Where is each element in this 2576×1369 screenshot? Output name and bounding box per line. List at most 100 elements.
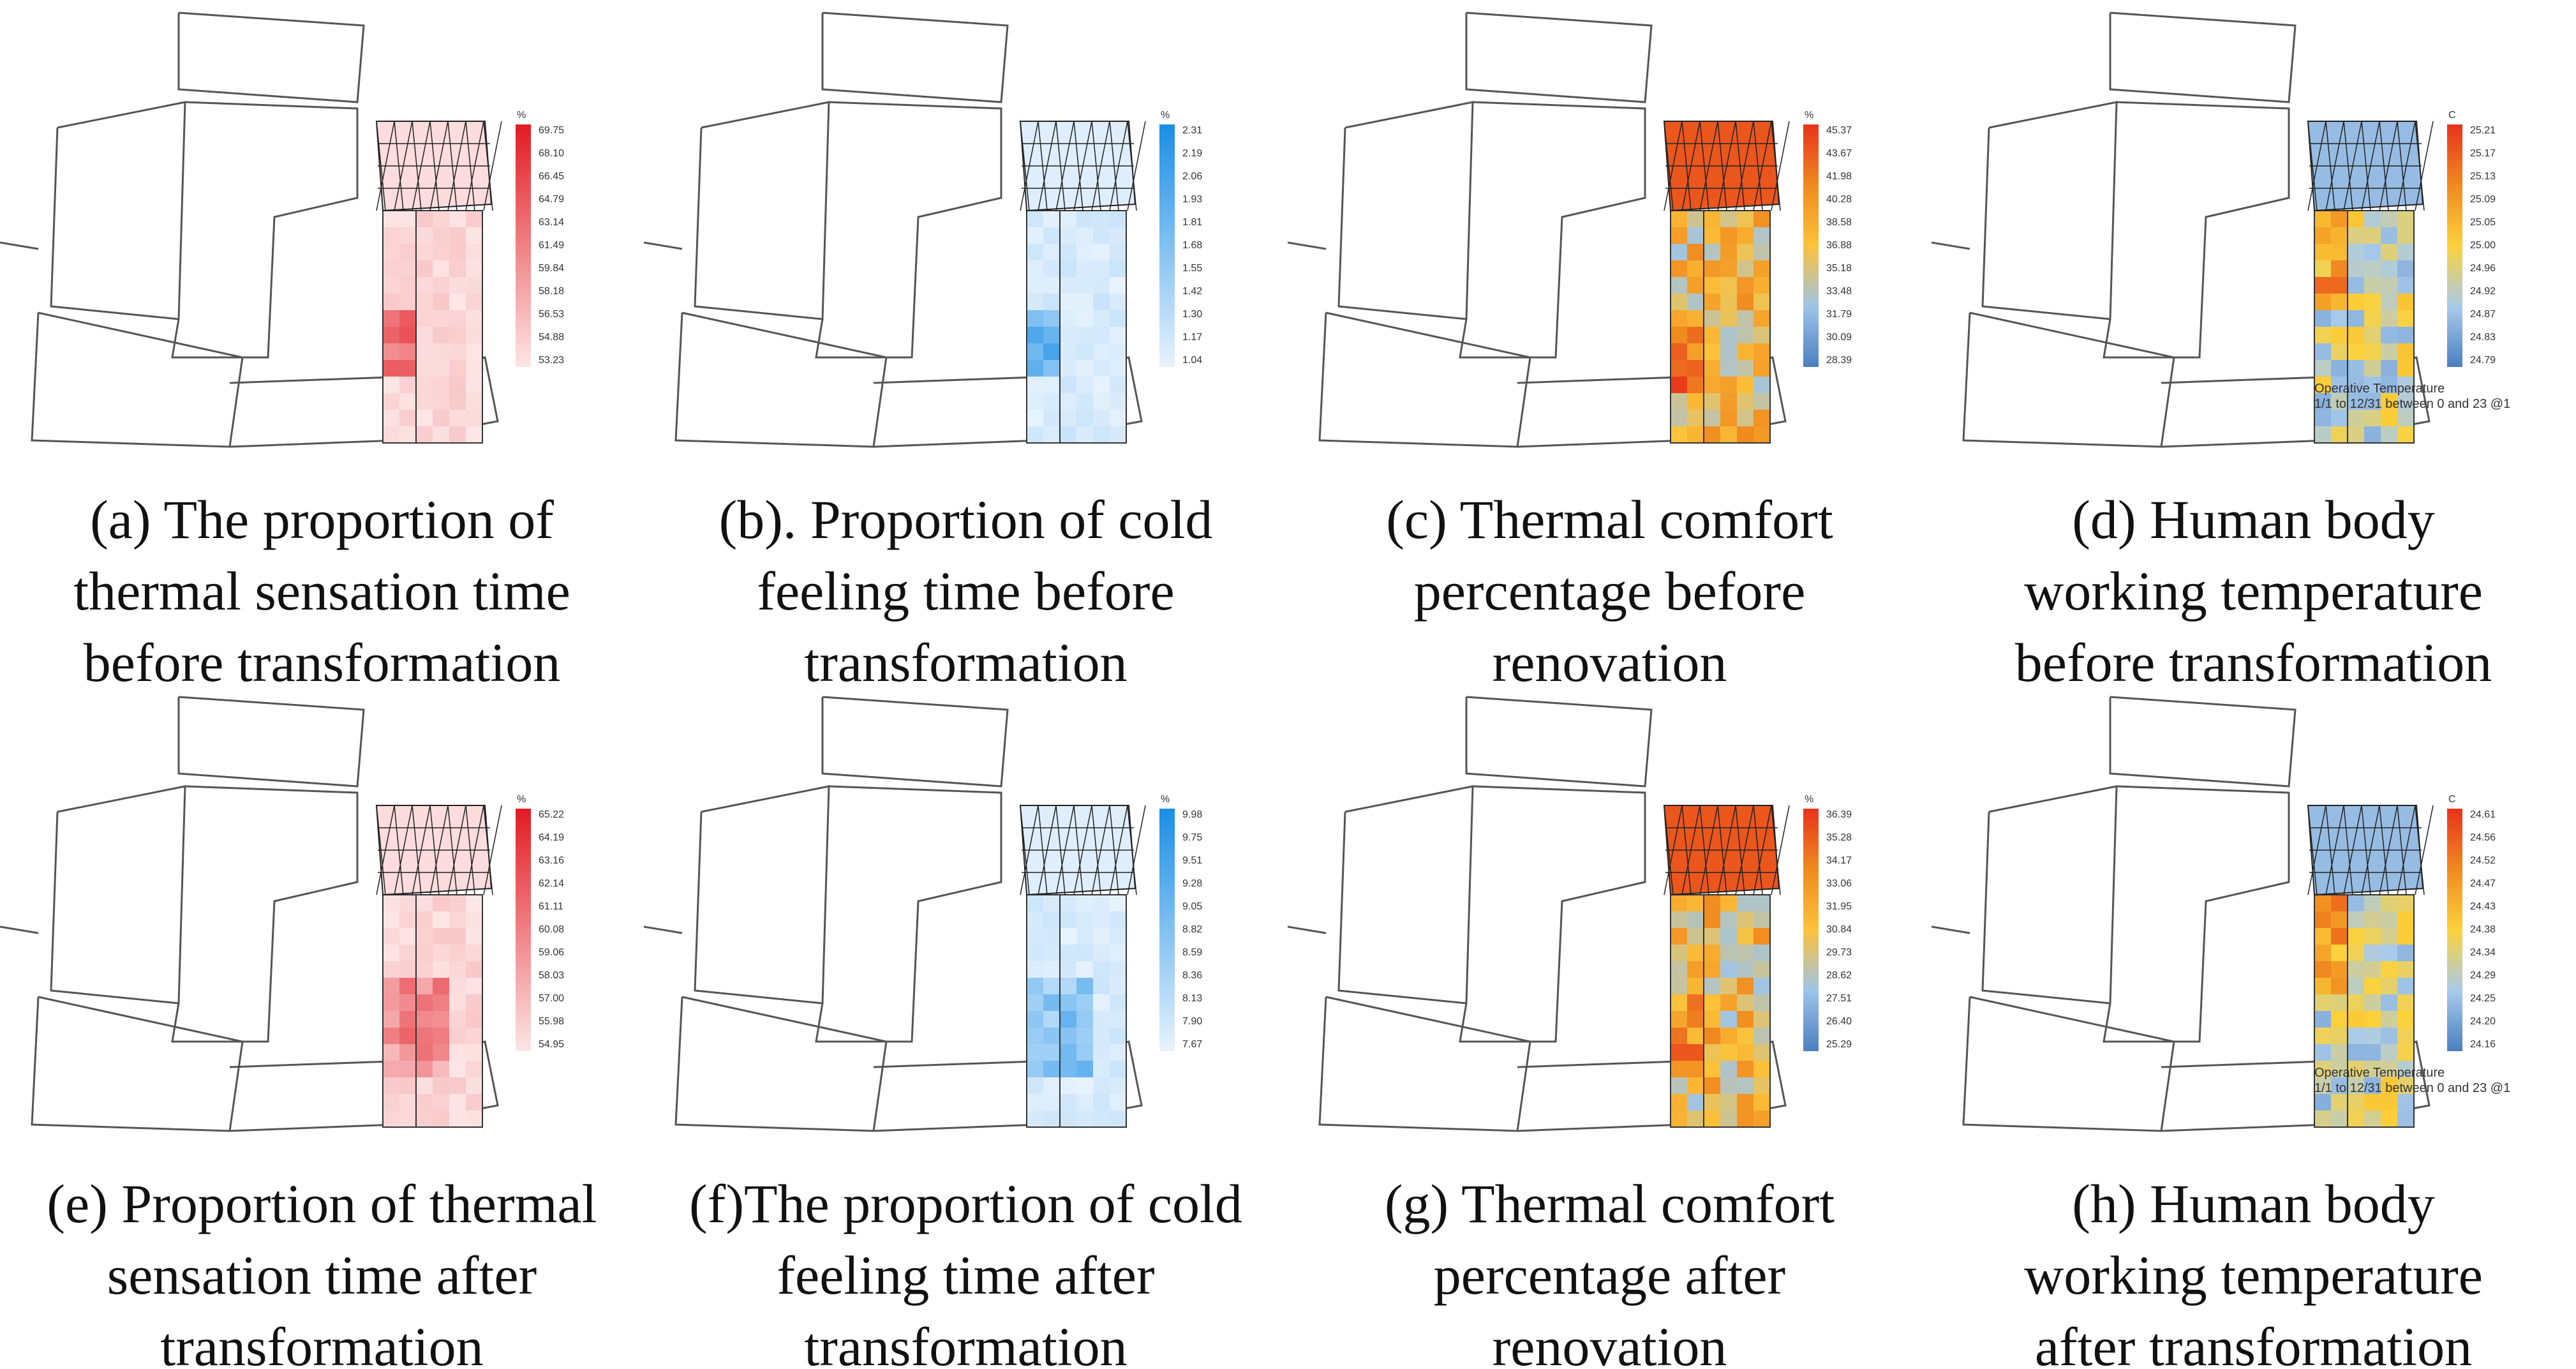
heatmap-cell: [1076, 211, 1093, 227]
heatmap-cell: [433, 928, 449, 945]
heatmap-cell: [2314, 260, 2331, 277]
heatmap-cell: [383, 310, 399, 327]
heatmap-cell: [2314, 310, 2331, 327]
heatmap-cell: [433, 978, 449, 994]
heatmap-cell: [1093, 1011, 1110, 1028]
heatmap-cell: [466, 310, 482, 327]
building-outline: [1962, 311, 2175, 448]
legend-tick: 63.14: [539, 217, 564, 228]
heatmap-cell: [399, 393, 416, 410]
heatmap-cell: [1060, 1028, 1076, 1044]
legend-tick: 24.16: [2470, 1039, 2496, 1050]
heatmap-cell: [1687, 211, 1704, 227]
heatmap-cell: [2364, 211, 2381, 227]
heatmap-cell: [2397, 310, 2414, 327]
legend-tick: 43.67: [1826, 148, 1852, 159]
heatmap-cell: [1704, 911, 1720, 928]
heatmap-cell: [399, 1094, 416, 1111]
caption-line: percentage after: [1433, 1245, 1786, 1306]
heatmap-cell: [1076, 244, 1093, 260]
heatmap-cell: [1093, 211, 1110, 227]
legend-tick: 24.56: [2470, 832, 2496, 843]
heatmap-grid: [1026, 210, 1127, 444]
heatmap-cell: [1753, 928, 1770, 945]
heatmap-cell: [2364, 260, 2381, 277]
legend-tick: 25.29: [1826, 1039, 1852, 1050]
heatmap-cell: [399, 1028, 416, 1044]
heatmap-cell: [2331, 1111, 2348, 1127]
legend-tick: 7.67: [1182, 1039, 1202, 1050]
heatmap-cell: [1671, 1111, 1687, 1127]
heatmap-cell: [416, 1028, 433, 1044]
heatmap-cell: [1753, 1028, 1770, 1044]
heatmap-cell: [2364, 227, 2381, 244]
heatmap-cell: [2314, 945, 2331, 961]
heatmap-cell: [1110, 310, 1126, 327]
heatmap-cell: [1027, 360, 1043, 377]
heatmap-cell: [416, 377, 433, 393]
legend-tick: 24.25: [2470, 993, 2496, 1004]
heatmap-cell: [1027, 310, 1043, 327]
legend-colorbar: [1159, 124, 1175, 367]
heatmap-cell: [1076, 360, 1093, 377]
heatmap-cell: [1076, 294, 1093, 310]
caption-line: renovation: [1492, 1316, 1727, 1368]
legend-tick: 27.51: [1826, 993, 1852, 1004]
heatmap-cell: [2364, 1061, 2381, 1077]
legend-tick: 28.62: [1826, 970, 1852, 981]
heatmap-cell: [1753, 343, 1770, 360]
heatmap-cell: [2397, 1044, 2414, 1061]
heatmap-cell: [2364, 1094, 2381, 1111]
heatmap-cell: [1027, 1094, 1043, 1111]
heatmap-cell: [1093, 343, 1110, 360]
floor-outline: [1026, 210, 1127, 444]
heatmap-cell: [1043, 277, 1060, 294]
building-outline: [1459, 785, 1646, 1043]
heatmap-cell: [2331, 928, 2348, 945]
heatmap-cell: [399, 1111, 416, 1127]
heatmap-cell: [1737, 1094, 1753, 1111]
legend-colorbar: [2447, 809, 2462, 1051]
heatmap-cell: [2364, 343, 2381, 360]
caption-line: transformation: [160, 1316, 484, 1368]
heatmap-cell: [1704, 961, 1720, 978]
heatmap-cell: [2381, 277, 2397, 294]
heatmap-cell: [1060, 1061, 1076, 1077]
heatmap-cell: [1720, 294, 1737, 310]
building-outline: [1517, 356, 1787, 448]
heatmap-cell: [416, 360, 433, 377]
heatmap-cell: [2364, 426, 2381, 443]
caption-line: (f)The proportion of cold: [689, 1173, 1242, 1234]
legend-tick: 1.17: [1182, 332, 1202, 343]
heatmap-cell: [1093, 260, 1110, 277]
heatmap-cell: [1671, 377, 1687, 393]
heatmap-cell: [1720, 1028, 1737, 1044]
heatmap-cell: [1687, 294, 1704, 310]
heatmap-cell: [1704, 410, 1720, 426]
building-outline: [694, 101, 830, 320]
heatmap-cell: [2364, 961, 2381, 978]
heatmap-cell: [2314, 327, 2331, 343]
heatmap-cell: [1753, 994, 1770, 1011]
heatmap-cell: [1671, 1028, 1687, 1044]
heatmap-cell: [1704, 277, 1720, 294]
heatmap-cell: [1076, 1044, 1093, 1061]
heatmap-cell: [416, 994, 433, 1011]
heatmap-cell: [1027, 945, 1043, 961]
heatmap-cell: [1737, 227, 1753, 244]
caption-line: (c) Thermal comfort: [1386, 489, 1833, 550]
heatmap-cell: [2331, 945, 2348, 961]
heatmap-cell: [1076, 227, 1093, 244]
heatmap-cell: [383, 377, 399, 393]
heatmap-cell: [449, 1111, 466, 1127]
legend-tick: 28.39: [1826, 355, 1852, 366]
heatmap-cell: [2381, 377, 2397, 393]
heatmap-cell: [1737, 1028, 1753, 1044]
heatmap-cell: [1753, 1111, 1770, 1127]
heatmap-cell: [1753, 310, 1770, 327]
heatmap-cell: [383, 1111, 399, 1127]
heatmap-cell: [1737, 360, 1753, 377]
legend-tick: 26.40: [1826, 1016, 1852, 1027]
heatmap-cell: [2331, 911, 2348, 928]
